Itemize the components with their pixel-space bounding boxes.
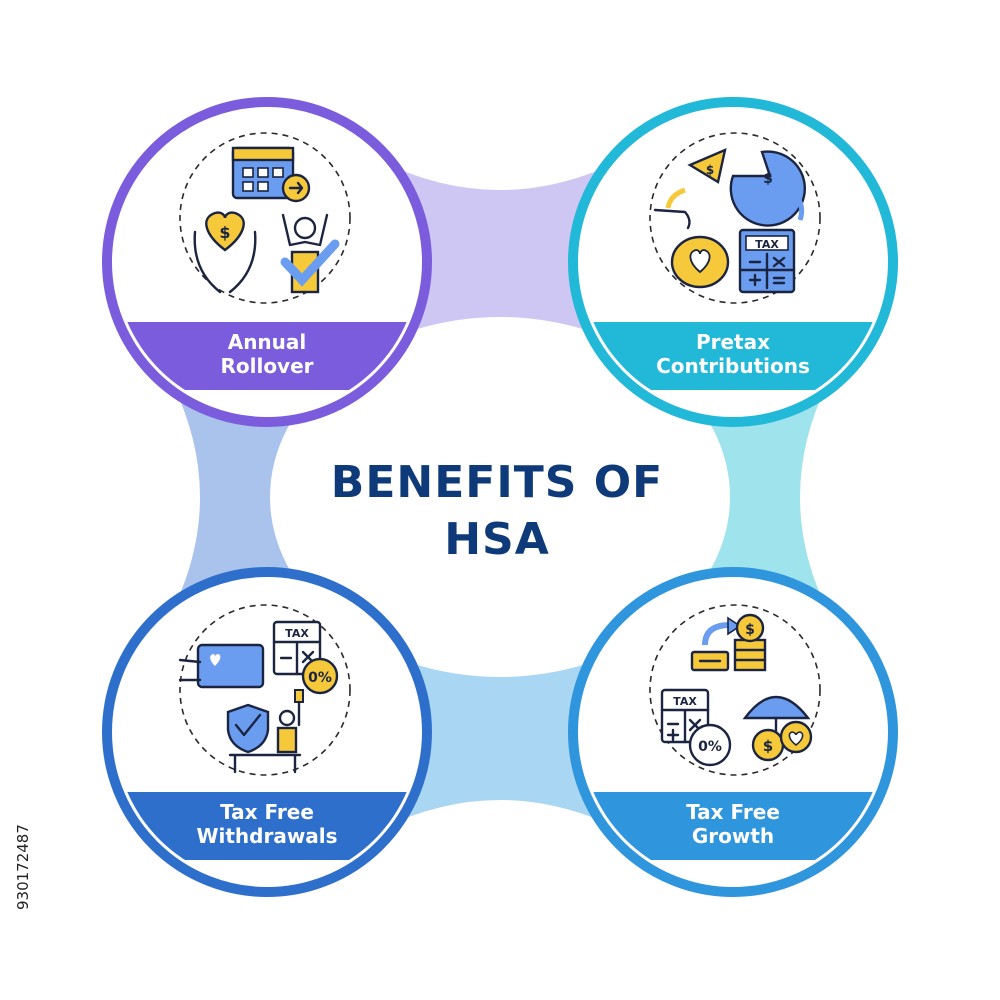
card-shield-tax-icon: TAX 0% [178, 604, 351, 776]
svg-text:$: $ [706, 163, 714, 177]
diagram-title-line2: HSA [444, 514, 550, 565]
svg-text:$: $ [763, 737, 773, 755]
card-label-line2: Withdrawals [196, 824, 337, 848]
center-hub [270, 317, 730, 677]
card-annual-rollover: Annual Rollover $ [102, 97, 432, 427]
svg-text:$: $ [763, 171, 773, 187]
svg-text:0%: 0% [308, 670, 332, 686]
card-label-line1: Tax Free [220, 800, 314, 824]
svg-text:$: $ [745, 622, 755, 638]
svg-text:$: $ [219, 223, 230, 242]
card-tax-free-growth: Tax Free Growth $ TAX 0% $ [568, 567, 898, 897]
card-label-line2: Growth [692, 824, 774, 848]
svg-text:TAX: TAX [673, 695, 697, 708]
card-label-line2: Rollover [220, 354, 313, 378]
card-label-line1: Pretax [696, 330, 770, 354]
stock-id-text: 930172487 [14, 824, 32, 910]
svg-text:TAX: TAX [755, 238, 779, 251]
card-pretax-contributions: Pretax Contributions $ $ TAX [568, 97, 898, 427]
card-label-line1: Annual [228, 330, 307, 354]
card-tax-free-withdrawals: Tax Free Withdrawals TAX 0% [102, 567, 432, 897]
coins-umbrella-tax-icon: $ TAX 0% $ [649, 604, 821, 776]
svg-text:0%: 0% [698, 739, 722, 755]
connector-top [360, 150, 640, 370]
connector-bottom [360, 620, 640, 840]
svg-text:TAX: TAX [285, 627, 309, 640]
stock-id-watermark: 930172487 [10, 760, 34, 920]
pie-piggybank-tax-icon: $ $ TAX [649, 132, 821, 304]
card-label-line1: Tax Free [686, 800, 780, 824]
calendar-heart-person-icon: $ [179, 132, 351, 304]
card-label-line2: Contributions [656, 354, 810, 378]
diagram-title-line1: BENEFITS OF [331, 457, 663, 508]
